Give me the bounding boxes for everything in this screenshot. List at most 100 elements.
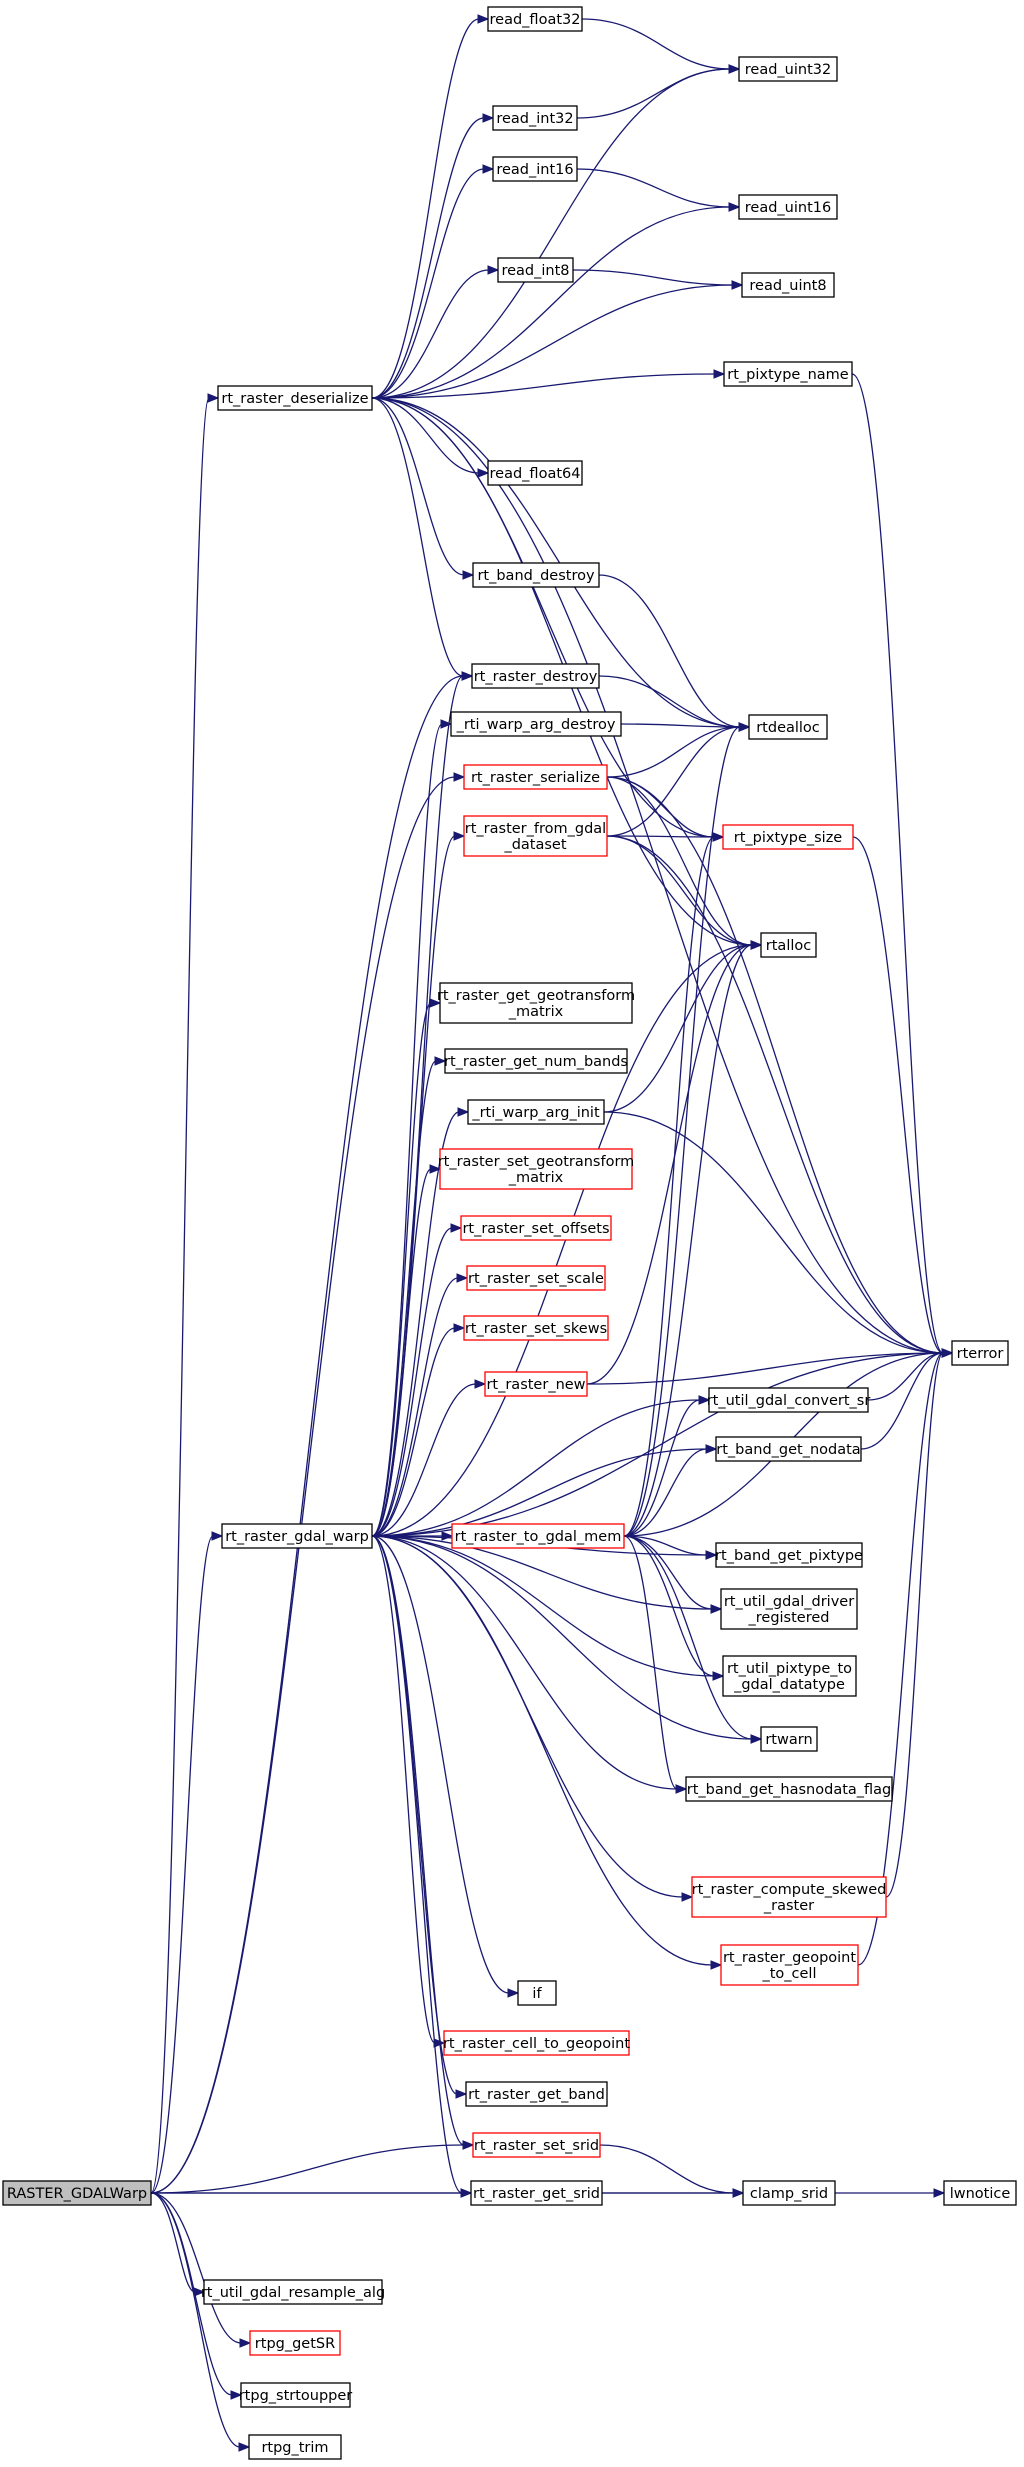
node-read-int16[interactable]: read_int16 — [492, 156, 578, 182]
node-box — [685, 1776, 893, 1802]
node-rtpg-trim[interactable]: rtpg_trim — [248, 2434, 342, 2460]
node-rt-pixtype-name[interactable]: rt_pixtype_name — [723, 361, 853, 387]
edge-rt-raster-compute-skewed-raster-to-rterror — [885, 1348, 954, 1898]
edge-rt-raster-gdal-warp-to-rti-warp-arg-init — [371, 1107, 470, 1537]
node-rt-band-get-pixtype[interactable]: rt_band_get_pixtype — [715, 1542, 863, 1568]
node-label: rt_band_get_pixtype — [715, 1548, 863, 1564]
node-rt-band-destroy[interactable]: rt_band_destroy — [472, 562, 600, 588]
edge-rt-raster-gdal-warp-to-rt-raster-geopoint-to-cell — [371, 1535, 723, 1970]
node-rt-raster-get-srid[interactable]: rt_raster_get_srid — [470, 2180, 603, 2206]
node-rt-util-gdal-resample-alg[interactable]: rt_util_gdal_resample_alg — [201, 2279, 385, 2305]
node-read-uint8[interactable]: read_uint8 — [741, 272, 835, 298]
node-rt-raster-get-num-bands[interactable]: rt_raster_get_num_bands — [444, 1048, 628, 1074]
node-box — [463, 1315, 609, 1341]
node-rt-raster-set-geotransform-matrix[interactable]: rt_raster_set_geotransform_matrix — [438, 1148, 635, 1190]
edge-read-int32-to-read-uint32 — [576, 64, 741, 119]
node-rt-raster-set-scale[interactable]: rt_raster_set_scale — [466, 1265, 606, 1291]
node-box — [760, 932, 817, 958]
node-rt-raster-get-geotransform-matrix[interactable]: rt_raster_get_geotransform_matrix — [437, 982, 635, 1024]
node-label: rt_raster_compute_skewed — [692, 1882, 887, 1898]
node-clamp-srid[interactable]: clamp_srid — [742, 2180, 836, 2206]
node-box — [951, 1340, 1009, 1366]
node-rtpg-strtoupper[interactable]: rtpg_strtoupper — [239, 2382, 353, 2408]
node-label: _rti_warp_arg_destroy — [456, 717, 616, 733]
node-box — [467, 1099, 605, 1125]
node-rt-raster-destroy[interactable]: rt_raster_destroy — [471, 663, 600, 689]
edge-rt-raster-from-gdal-dataset-to-rtalloc — [606, 835, 763, 950]
node-rt-band-get-nodata[interactable]: rt_band_get_nodata — [715, 1436, 862, 1462]
edge-clamp-srid-to-lwnotice — [835, 2188, 946, 2198]
node-box — [487, 460, 583, 486]
node-label: _gdal_datatype — [733, 1677, 845, 1693]
node-rtpg-getsr[interactable]: rtpg_getSR — [249, 2330, 341, 2356]
node-rt-raster-deserialize[interactable]: rt_raster_deserialize — [217, 385, 373, 411]
node-label: rtalloc — [766, 938, 811, 954]
node-rt-pixtype-size[interactable]: rt_pixtype_size — [722, 824, 854, 850]
edge-rt-raster-to-gdal-mem-to-rt-band-get-hasnodata-flag — [623, 1535, 688, 1794]
node-read-uint16[interactable]: read_uint16 — [738, 194, 838, 220]
node-rt-raster-set-offsets[interactable]: rt_raster_set_offsets — [460, 1215, 612, 1241]
node-box — [240, 2382, 351, 2408]
node-box — [691, 1876, 887, 1918]
node-rti-warp-arg-init[interactable]: _rti_warp_arg_init — [467, 1099, 605, 1125]
edge-rt-raster-gdal-warp-to-rt-raster-set-srid — [371, 1535, 475, 2150]
node-read-float64[interactable]: read_float64 — [487, 460, 583, 486]
node-rt-raster-set-skews[interactable]: rt_raster_set_skews — [463, 1315, 609, 1341]
edge-rt-raster-gdal-warp-to-rterror — [371, 1348, 954, 1537]
node-rtwarn[interactable]: rtwarn — [760, 1726, 818, 1752]
node-read-float32[interactable]: read_float32 — [487, 6, 583, 32]
edge-rt-raster-get-srid-to-clamp-srid — [602, 2188, 745, 2198]
node-rt-raster-cell-to-geopoint[interactable]: rt_raster_cell_to_geopoint — [443, 2030, 630, 2056]
node-read-int8[interactable]: read_int8 — [497, 257, 574, 283]
nodes-layer: RASTER_GDALWarp rt_raster_deserialize rt_r… — [2, 6, 1017, 2460]
node-box — [466, 1265, 606, 1291]
node-rtdealloc[interactable]: rtdealloc — [748, 714, 828, 740]
node-rt-util-pixtype-to-gdal-datatype[interactable]: rt_util_pixtype_to_gdal_datatype — [722, 1655, 857, 1697]
edge-rt-raster-gdal-warp-to-rtwarn — [371, 1535, 763, 1744]
node-label: _matrix — [508, 1004, 564, 1020]
node-rt-band-get-hasnodata-flag[interactable]: rt_band_get_hasnodata_flag — [685, 1776, 893, 1802]
node-rterror[interactable]: rterror — [951, 1340, 1009, 1366]
node-rti-warp-arg-destroy[interactable]: _rti_warp_arg_destroy — [450, 711, 622, 737]
node-label: read_int16 — [496, 162, 573, 178]
node-read-int32[interactable]: read_int32 — [492, 105, 578, 131]
node-box — [738, 194, 838, 220]
node-box — [439, 1148, 633, 1190]
node-box — [463, 764, 608, 790]
node-label: rt_raster_to_gdal_mem — [455, 1529, 622, 1545]
node-rt-raster-gdal-warp[interactable]: rt_raster_gdal_warp — [221, 1523, 373, 1549]
node-rt-raster-new[interactable]: rt_raster_new — [484, 1371, 588, 1397]
node-box — [460, 1215, 612, 1241]
node-rt-raster-geopoint-to-cell[interactable]: rt_raster_geopoint_to_cell — [720, 1944, 859, 1986]
node-label: rtpg_strtoupper — [239, 2388, 353, 2404]
node-label: _rti_warp_arg_init — [471, 1105, 600, 1121]
node-rt-raster-set-srid[interactable]: rt_raster_set_srid — [472, 2132, 601, 2158]
edge-rti-warp-arg-init-to-rterror — [603, 1111, 954, 1358]
node-box — [470, 2180, 603, 2206]
node-rt-raster-from-gdal-dataset[interactable]: rt_raster_from_gdal_dataset — [463, 815, 608, 857]
node-label: rtwarn — [765, 1732, 812, 1748]
node-if[interactable]: if — [517, 1980, 557, 2006]
edge-rt-raster-deserialize-to-rt-pixtype-name — [371, 369, 726, 399]
node-box — [723, 361, 853, 387]
edge-rt-raster-deserialize-to-read-int32 — [371, 113, 495, 399]
node-label: if — [532, 1986, 542, 2002]
node-rt-raster-serialize[interactable]: rt_raster_serialize — [463, 764, 608, 790]
node-rt-util-gdal-convert-sr[interactable]: rt_util_gdal_convert_sr — [707, 1387, 871, 1413]
edge-raster-gdalwarp-to-rtpg-trim — [150, 2192, 251, 2452]
node-rt-util-gdal-driver-registered[interactable]: rt_util_gdal_driver_registered — [720, 1588, 858, 1630]
node-box — [760, 1726, 818, 1752]
edge-rt-raster-to-gdal-mem-to-rtwarn — [623, 1535, 763, 1744]
node-label: rt_pixtype_name — [727, 367, 849, 383]
node-label: rt_raster_get_band — [468, 2087, 605, 2103]
node-lwnotice[interactable]: lwnotice — [943, 2180, 1017, 2206]
node-rt-raster-compute-skewed-raster[interactable]: rt_raster_compute_skewed_raster — [691, 1876, 887, 1918]
node-rt-raster-to-gdal-mem[interactable]: rt_raster_to_gdal_mem — [451, 1523, 625, 1549]
node-raster-gdalwarp[interactable]: RASTER_GDALWarp — [2, 2180, 152, 2206]
node-label: rt_raster_geopoint — [723, 1950, 856, 1966]
node-rtalloc[interactable]: rtalloc — [760, 932, 817, 958]
node-read-uint32[interactable]: read_uint32 — [738, 56, 838, 82]
node-rt-raster-get-band[interactable]: rt_raster_get_band — [465, 2081, 608, 2107]
node-label: rt_band_destroy — [477, 568, 595, 584]
